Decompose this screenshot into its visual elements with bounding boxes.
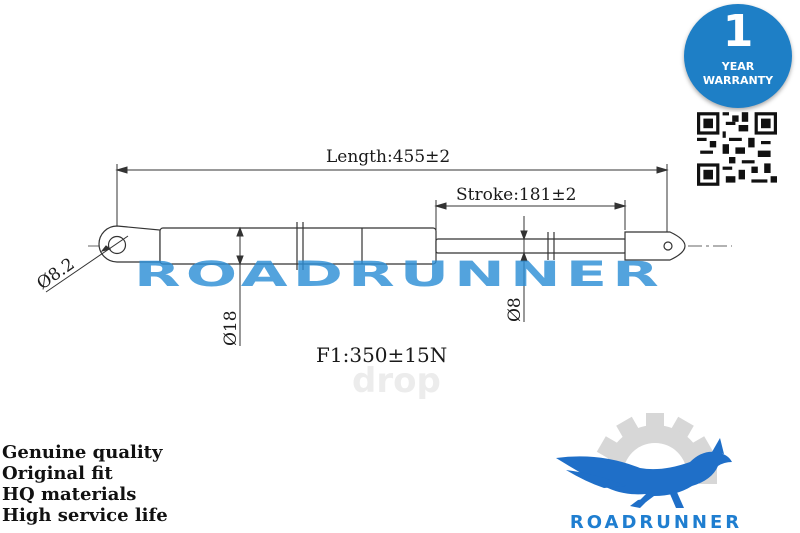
body-diameter-dimension: [236, 226, 244, 346]
stroke-label: Stroke:181±2: [456, 185, 576, 205]
brand-watermark: ROADRUNNER: [134, 255, 664, 295]
feature-item: Original fit: [2, 463, 113, 484]
roadrunner-bird-icon: [556, 438, 732, 508]
force-spec: F1:350±15N: [316, 343, 447, 367]
brand-logo-text: ROADRUNNER: [569, 512, 743, 533]
qr-code-icon: [697, 112, 777, 186]
feature-item: HQ materials: [2, 484, 137, 505]
stroke-dimension: [434, 200, 627, 236]
rod-diameter-label: Ø8: [505, 297, 525, 322]
length-label: Length:455±2: [326, 147, 450, 167]
eye-diameter-label: Ø8.2: [33, 254, 78, 294]
eye-diameter-dimension: [45, 235, 129, 293]
warranty-year-label: YEAR: [721, 60, 755, 73]
rod-diameter-dimension: [520, 216, 528, 322]
faint-watermark: drop: [352, 361, 441, 401]
length-dimension: [115, 164, 669, 238]
feature-item: High service life: [2, 505, 168, 526]
warranty-number: 1: [722, 6, 754, 57]
gas-spring: [88, 222, 732, 270]
body-diameter-label: Ø18: [221, 310, 241, 346]
feature-item: Genuine quality: [2, 442, 163, 463]
warranty-label: WARRANTY: [702, 74, 774, 87]
warranty-badge: 1 YEAR WARRANTY: [684, 4, 792, 108]
feature-list: Genuine quality Original fit HQ material…: [2, 442, 168, 526]
